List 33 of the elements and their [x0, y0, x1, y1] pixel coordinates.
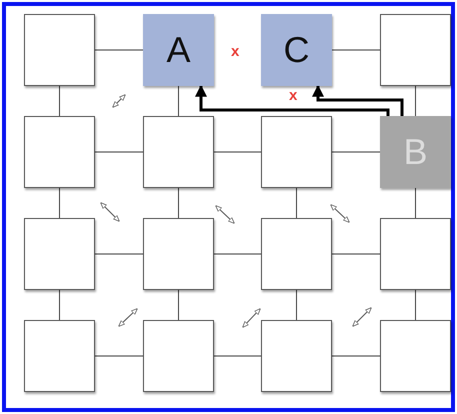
grid-box: [380, 14, 451, 86]
connector-line: [296, 290, 297, 320]
grid-box: [24, 116, 95, 188]
arrow: [195, 84, 390, 116]
connector-line: [59, 86, 60, 116]
grid-box: [24, 320, 95, 392]
connector-line: [296, 188, 297, 218]
grid-box: [24, 14, 95, 86]
connector-line: [415, 290, 416, 320]
grid-box: [380, 218, 451, 290]
arrow: [312, 84, 404, 116]
node-letter: A: [166, 32, 190, 68]
connector-line: [178, 188, 179, 218]
grid-box: [261, 116, 332, 188]
connector-line: [59, 290, 60, 320]
cross-mark: x: [289, 88, 298, 103]
grid-box: [261, 320, 332, 392]
grid-box: [261, 218, 332, 290]
grid-box: [261, 14, 332, 86]
connector-line: [178, 290, 179, 320]
connector-line: [178, 86, 179, 116]
grid-box: [380, 116, 451, 188]
connector-line: [415, 188, 416, 218]
node-letter: C: [284, 32, 310, 68]
grid-box: [380, 320, 451, 392]
grid-box: [24, 218, 95, 290]
grid-box: [143, 116, 214, 188]
connector-line: [59, 188, 60, 218]
connector-line: [415, 86, 416, 116]
grid-box: [143, 218, 214, 290]
grid-box: [143, 14, 214, 86]
grid-box: [143, 320, 214, 392]
cross-mark: x: [231, 44, 240, 59]
